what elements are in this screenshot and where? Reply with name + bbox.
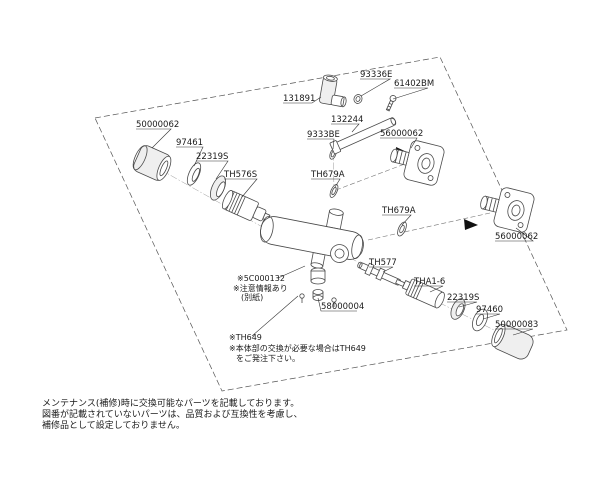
- label-ring-97461: 97461: [176, 138, 203, 148]
- diagram-notes: ※5C000132 ※注意情報あり (別紙) ※TH649 ※本体部の交換が必要…: [229, 274, 366, 363]
- note-body-text1: ※本体部の交換が必要な場合はTH649: [229, 343, 366, 353]
- part-nut-left-22319s: [209, 175, 227, 201]
- part-ring-97461: [186, 162, 202, 186]
- label-nut-left: 22319S: [196, 152, 228, 162]
- label-cover-left: 50000062: [136, 120, 179, 130]
- part-washer-th679a-right: [397, 221, 407, 237]
- label-nut-right: 22319S: [447, 293, 479, 303]
- part-ring-97460: [472, 308, 488, 332]
- note-body-text2: をご発注下さい。: [236, 353, 300, 363]
- arrow-right-flange-icon: [464, 219, 478, 230]
- label-flange-right: 56000062: [495, 232, 538, 242]
- note-attention-info: ※注意情報あり: [233, 283, 288, 293]
- footer-line-2: 図番が記載されていないパーツは、品質および互換性を考慮し、: [42, 408, 303, 420]
- label-drain: 58000004: [321, 302, 364, 312]
- part-cover-50000083: [491, 323, 534, 360]
- label-spindle: TH577: [368, 258, 397, 268]
- footer-line-1: メンテナンス(補修)時に交換可能なパーツを記載しております。: [42, 397, 299, 409]
- part-oring-93336e: [353, 94, 363, 104]
- part-screw-61402bm: [385, 95, 397, 112]
- part-flange-top-56000062: [385, 134, 446, 187]
- part-valve-body: [260, 208, 364, 269]
- parts-artwork: [132, 74, 536, 360]
- footer-text: メンテナンス(補修)時に交換可能なパーツを記載しております。 図番が記載されてい…: [42, 397, 303, 431]
- note-body-part: ※TH649: [229, 333, 262, 342]
- note-attention-part: ※5C000132: [237, 274, 285, 283]
- part-labels: 50000062 97461 22319S TH576S 131891 9333…: [136, 70, 538, 330]
- label-cartridge-left: TH576S: [223, 170, 257, 180]
- part-washer-th679a-top: [329, 184, 339, 198]
- label-pipe: 132244: [331, 115, 363, 125]
- part-elbow-131891: [319, 74, 347, 108]
- note-attention-ref: (別紙): [241, 292, 263, 302]
- label-washer-right: TH679A: [381, 206, 416, 216]
- diagram-boundary: [94, 56, 568, 392]
- label-oring-top: 93336E: [360, 70, 392, 80]
- part-nut-right-22319s: [450, 298, 466, 320]
- label-ring-97460: 97460: [476, 305, 503, 315]
- label-screw-top: 61402BM: [394, 79, 434, 89]
- label-washer-top: TH679A: [310, 170, 345, 180]
- part-spindle-th577: [357, 261, 406, 287]
- label-cover-right: 50000083: [495, 320, 538, 330]
- leader-lines: [136, 78, 534, 337]
- footer-line-3: 補修品として設定しておりません。: [42, 419, 185, 431]
- label-oring-mid: 9333BE: [307, 130, 340, 140]
- part-pipe-132244: [329, 117, 397, 155]
- label-elbow: 131891: [283, 94, 315, 104]
- label-cartridge-right: THA1-6: [413, 277, 445, 287]
- part-cover-left: [132, 145, 172, 181]
- part-flange-right-56000062: [475, 181, 536, 234]
- label-flange-top: 56000062: [380, 129, 423, 139]
